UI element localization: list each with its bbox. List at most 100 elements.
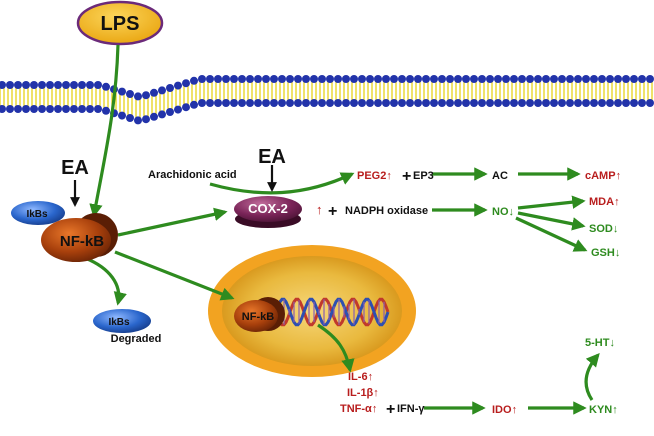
tnfa-label: TNF-α↑ bbox=[340, 403, 377, 415]
lipid-tail bbox=[127, 96, 133, 116]
lipid-tail bbox=[311, 81, 317, 101]
lipid-head bbox=[422, 99, 430, 107]
lipid-head bbox=[478, 99, 486, 107]
lipid-head bbox=[302, 75, 310, 83]
lipid-head bbox=[262, 75, 270, 83]
lipid-head bbox=[214, 75, 222, 83]
lipid-tail bbox=[447, 81, 453, 101]
lipid-head bbox=[358, 75, 366, 83]
lipid-head bbox=[334, 99, 342, 107]
lipid-head bbox=[126, 114, 134, 122]
lipid-tail bbox=[615, 81, 621, 101]
lipid-head bbox=[342, 99, 350, 107]
lipid-head bbox=[502, 75, 510, 83]
lipid-head bbox=[558, 99, 566, 107]
lipid-tail bbox=[175, 87, 181, 108]
lipid-head bbox=[646, 75, 654, 83]
lipid-head bbox=[102, 106, 110, 115]
lipid-tail bbox=[263, 81, 269, 101]
lipid-tail bbox=[295, 81, 301, 101]
lipid-head bbox=[94, 105, 102, 113]
lipid-head bbox=[30, 81, 38, 89]
lipid-head bbox=[206, 75, 214, 83]
lipid-head bbox=[190, 76, 198, 85]
lipid-tail bbox=[271, 81, 277, 101]
lipid-tail bbox=[623, 81, 629, 101]
lipid-head bbox=[574, 99, 582, 107]
lipid-head bbox=[446, 99, 454, 107]
lipid-head bbox=[246, 99, 254, 107]
lipid-head bbox=[318, 75, 326, 83]
lipid-head bbox=[406, 75, 414, 83]
lipid-tail bbox=[255, 81, 261, 101]
lipid-tail bbox=[351, 81, 357, 101]
lipid-tail bbox=[327, 81, 333, 101]
lipid-tail bbox=[47, 87, 53, 107]
cox2-up-arrow: ↑ bbox=[316, 202, 323, 217]
lipid-head bbox=[414, 99, 422, 107]
lipid-head bbox=[174, 105, 182, 114]
lipid-head bbox=[518, 99, 526, 107]
lipid-head bbox=[614, 99, 622, 107]
lipid-head bbox=[222, 75, 230, 83]
lipid-tail bbox=[567, 81, 573, 101]
lipid-head bbox=[454, 99, 462, 107]
lipid-head bbox=[334, 75, 342, 83]
arrow-arachidonic-to-peg2 bbox=[209, 172, 355, 195]
lipid-head bbox=[630, 99, 638, 107]
lipid-head bbox=[438, 99, 446, 107]
lipid-head bbox=[6, 81, 14, 89]
cox2-label: COX-2 bbox=[248, 201, 288, 216]
lipid-head bbox=[46, 105, 54, 113]
lipid-tail bbox=[607, 81, 613, 101]
lipid-head bbox=[190, 100, 198, 109]
arrow-dna-to-cytokines bbox=[317, 323, 355, 373]
arrow-lps-to-nfkb bbox=[89, 44, 120, 218]
plus-sign-3: + bbox=[386, 401, 395, 418]
lipid-head bbox=[374, 99, 382, 107]
lipid-head bbox=[0, 81, 6, 89]
il1b-label: IL-1β↑ bbox=[347, 387, 379, 399]
lipid-head bbox=[270, 99, 278, 107]
il6-label: IL-6↑ bbox=[348, 371, 373, 383]
lipid-head bbox=[510, 99, 518, 107]
lipid-tail bbox=[55, 87, 61, 107]
lipid-head bbox=[254, 99, 262, 107]
lipid-tail bbox=[543, 81, 549, 101]
lipid-tail bbox=[31, 87, 37, 107]
lipid-head bbox=[254, 75, 262, 83]
mda-label: MDA↑ bbox=[589, 196, 620, 208]
lipid-head bbox=[446, 75, 454, 83]
ido-label: IDO↑ bbox=[492, 404, 517, 416]
lipid-head bbox=[70, 81, 78, 89]
lipid-head bbox=[286, 75, 294, 83]
nfkb-label: NF-kB bbox=[60, 233, 104, 250]
lipid-head bbox=[582, 99, 590, 107]
lps-label: LPS bbox=[101, 13, 140, 35]
cox2-enzyme: COX-2 bbox=[234, 196, 302, 228]
lipid-head bbox=[350, 99, 358, 107]
lps-node: LPS bbox=[76, 0, 164, 46]
lipid-head bbox=[198, 75, 206, 83]
lipid-tail bbox=[159, 92, 165, 113]
lipid-tail bbox=[231, 81, 237, 101]
lipid-tail bbox=[207, 81, 213, 101]
lipid-tail bbox=[223, 81, 229, 101]
lipid-tail bbox=[319, 81, 325, 101]
lipid-head bbox=[494, 99, 502, 107]
lipid-head bbox=[278, 99, 286, 107]
lipid-head bbox=[134, 116, 142, 125]
lipid-tail bbox=[23, 87, 29, 107]
lipid-head bbox=[38, 81, 46, 89]
ikbs-degraded-label: IkBs bbox=[108, 317, 130, 328]
lipid-head bbox=[550, 75, 558, 83]
lipid-head bbox=[518, 75, 526, 83]
lipid-head bbox=[166, 108, 174, 116]
peg2-label: PEG2↑ bbox=[357, 170, 392, 182]
lipid-head bbox=[38, 105, 46, 113]
nfkb-nucleus-label: NF-kB bbox=[242, 311, 274, 323]
lipid-head bbox=[622, 75, 630, 83]
lipid-tail bbox=[575, 81, 581, 101]
lipid-head bbox=[510, 75, 518, 83]
nadph-oxidase-label: NADPH oxidase bbox=[345, 205, 428, 217]
